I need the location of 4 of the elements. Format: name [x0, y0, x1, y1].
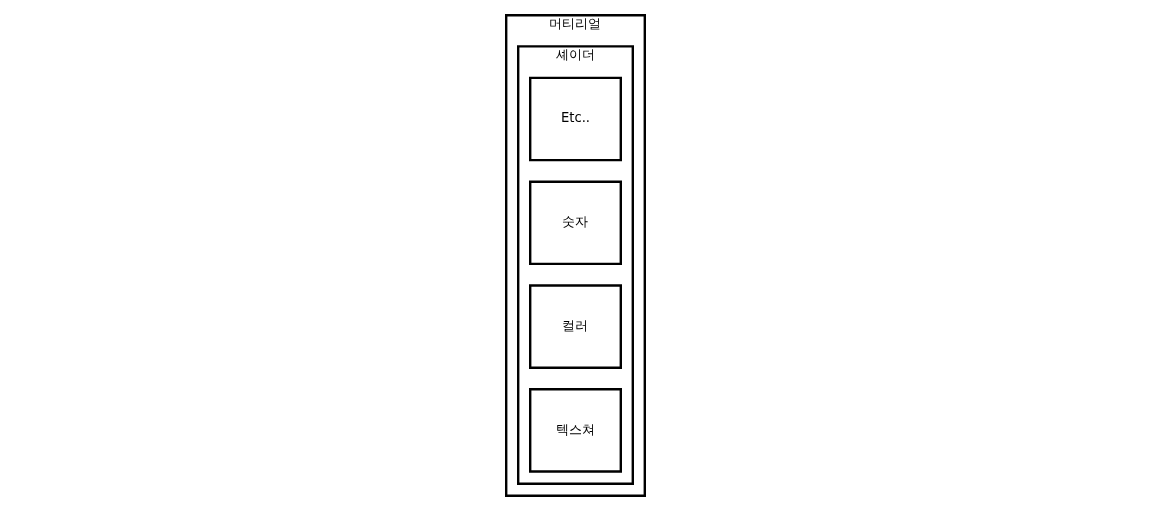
node-box: 컬러: [529, 284, 622, 369]
node-box: 숫자: [529, 180, 622, 266]
node-box: 텍스쳐: [529, 388, 622, 473]
node-box: Etc..: [529, 76, 622, 162]
